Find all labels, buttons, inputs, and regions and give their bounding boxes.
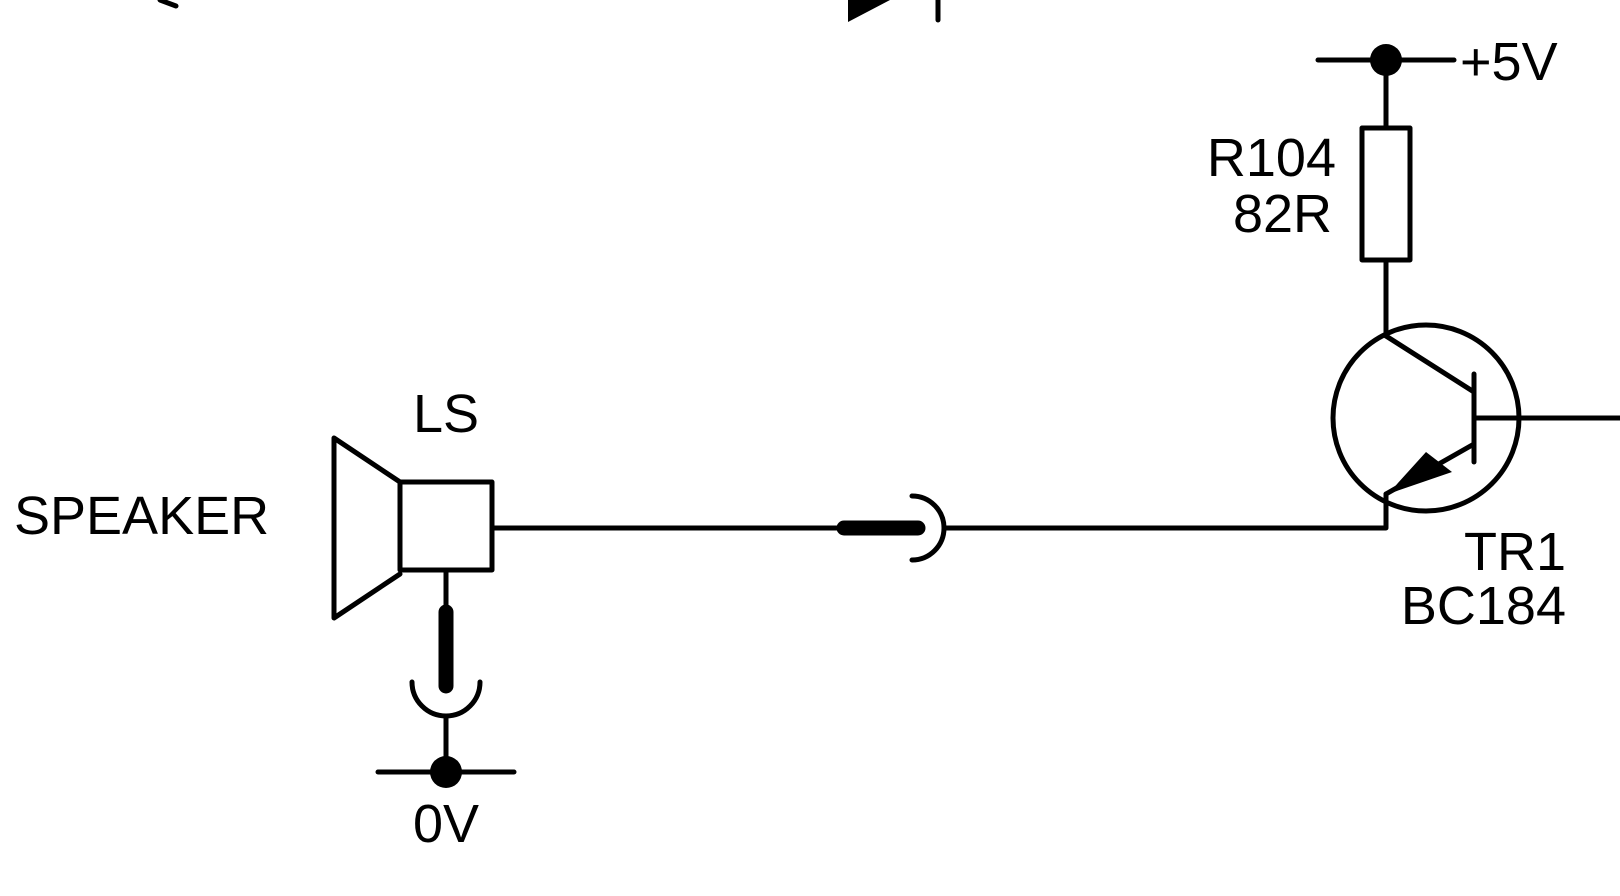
resistor-r104: R104 82R [1207,57,1413,339]
resistor-designator: R104 [1207,128,1336,188]
speaker-magnet-box [397,479,495,573]
ground-rail-label: 0V [413,794,479,854]
emitter-arrow [1388,452,1452,494]
speaker-designator: LS [413,384,479,444]
cropped-diode-top [848,0,941,23]
ground-junction-dot [430,756,462,788]
transistor-collector-lead [1383,333,1477,395]
transistor-part-number: BC184 [1401,576,1566,636]
resistor-body [1359,125,1413,263]
cropped-component-top-left [157,0,179,9]
supply-rail: +5V [1315,32,1558,92]
speaker-cone [331,435,403,621]
speaker-description: SPEAKER [14,486,269,546]
signal-connector [489,491,1389,563]
resistor-value: 82R [1233,184,1332,244]
ground-connector [409,567,483,775]
transistor-tr1: TR1 BC184 [1330,322,1620,636]
supply-rail-label: +5V [1460,32,1558,92]
transistor-designator: TR1 [1464,522,1566,582]
ground-rail: 0V [375,756,517,854]
speaker-ls: LS SPEAKER [14,384,495,621]
